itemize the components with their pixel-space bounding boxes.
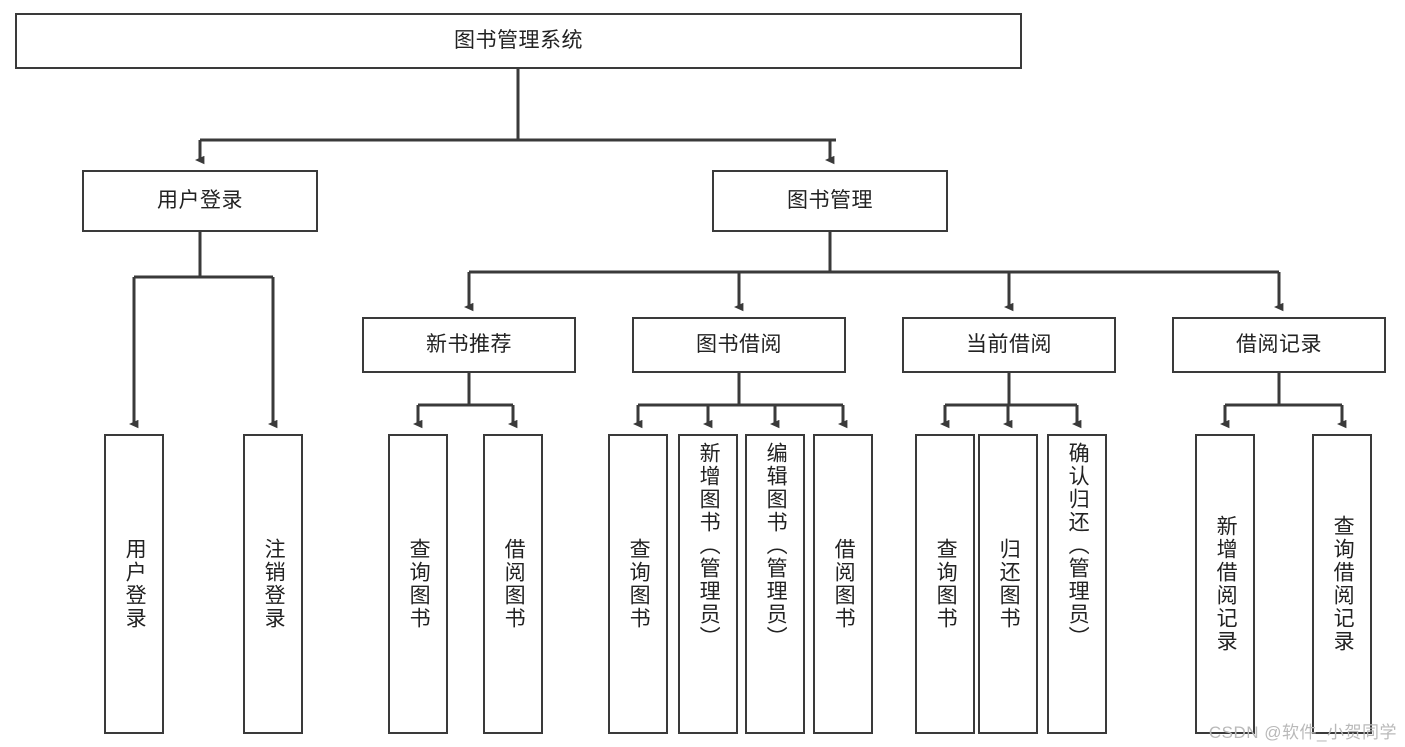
node-leaf-query-record[interactable]: 查询借阅记录	[1312, 434, 1372, 734]
node-leaf-add-book[interactable]: 新增图书（管理员）	[678, 434, 738, 734]
node-leaf-add-record-label: 新增借阅记录	[1214, 515, 1238, 653]
node-leaf-user-login[interactable]: 用户登录	[104, 434, 164, 734]
node-leaf-edit-book-label: 编辑图书（管理员）	[764, 442, 788, 649]
node-leaf-return-book-label: 归还图书	[997, 538, 1021, 630]
node-root-label: 图书管理系统	[454, 29, 583, 53]
node-book-manage-label: 图书管理	[787, 189, 873, 213]
node-current-borrow-label: 当前借阅	[966, 333, 1052, 357]
node-leaf-confirm-return[interactable]: 确认归还（管理员）	[1047, 434, 1107, 734]
node-leaf-query-record-label: 查询借阅记录	[1331, 515, 1355, 653]
node-current-borrow[interactable]: 当前借阅	[902, 317, 1116, 373]
node-leaf-borrow-book-rec[interactable]: 借阅图书	[483, 434, 543, 734]
node-leaf-query-book-rec[interactable]: 查询图书	[388, 434, 448, 734]
node-leaf-edit-book[interactable]: 编辑图书（管理员）	[745, 434, 805, 734]
node-user-login[interactable]: 用户登录	[82, 170, 318, 232]
node-leaf-query-book[interactable]: 查询图书	[608, 434, 668, 734]
node-leaf-user-logout[interactable]: 注销登录	[243, 434, 303, 734]
node-leaf-query-book-rec-label: 查询图书	[407, 538, 431, 630]
node-book-borrow-label: 图书借阅	[696, 333, 782, 357]
node-borrow-record[interactable]: 借阅记录	[1172, 317, 1386, 373]
node-new-book-rec[interactable]: 新书推荐	[362, 317, 576, 373]
node-user-login-label: 用户登录	[157, 189, 243, 213]
node-leaf-query-book-cur-label: 查询图书	[934, 538, 958, 630]
node-leaf-query-book-cur[interactable]: 查询图书	[915, 434, 975, 734]
node-borrow-record-label: 借阅记录	[1236, 333, 1322, 357]
node-leaf-borrow-book-rec-label: 借阅图书	[502, 538, 526, 630]
node-leaf-user-login-label: 用户登录	[123, 538, 147, 630]
node-leaf-borrow-book[interactable]: 借阅图书	[813, 434, 873, 734]
node-book-borrow[interactable]: 图书借阅	[632, 317, 846, 373]
node-leaf-add-book-label: 新增图书（管理员）	[697, 442, 721, 649]
node-book-manage[interactable]: 图书管理	[712, 170, 948, 232]
node-leaf-query-book-label: 查询图书	[627, 538, 651, 630]
node-leaf-user-logout-label: 注销登录	[262, 538, 286, 630]
node-leaf-confirm-return-label: 确认归还（管理员）	[1066, 442, 1090, 649]
node-leaf-borrow-book-label: 借阅图书	[832, 538, 856, 630]
node-leaf-return-book[interactable]: 归还图书	[978, 434, 1038, 734]
node-new-book-rec-label: 新书推荐	[426, 333, 512, 357]
node-leaf-add-record[interactable]: 新增借阅记录	[1195, 434, 1255, 734]
watermark-text: CSDN @软件_小贺同学	[1208, 723, 1397, 742]
connector-lines	[129, 69, 1347, 429]
node-root[interactable]: 图书管理系统	[15, 13, 1022, 69]
